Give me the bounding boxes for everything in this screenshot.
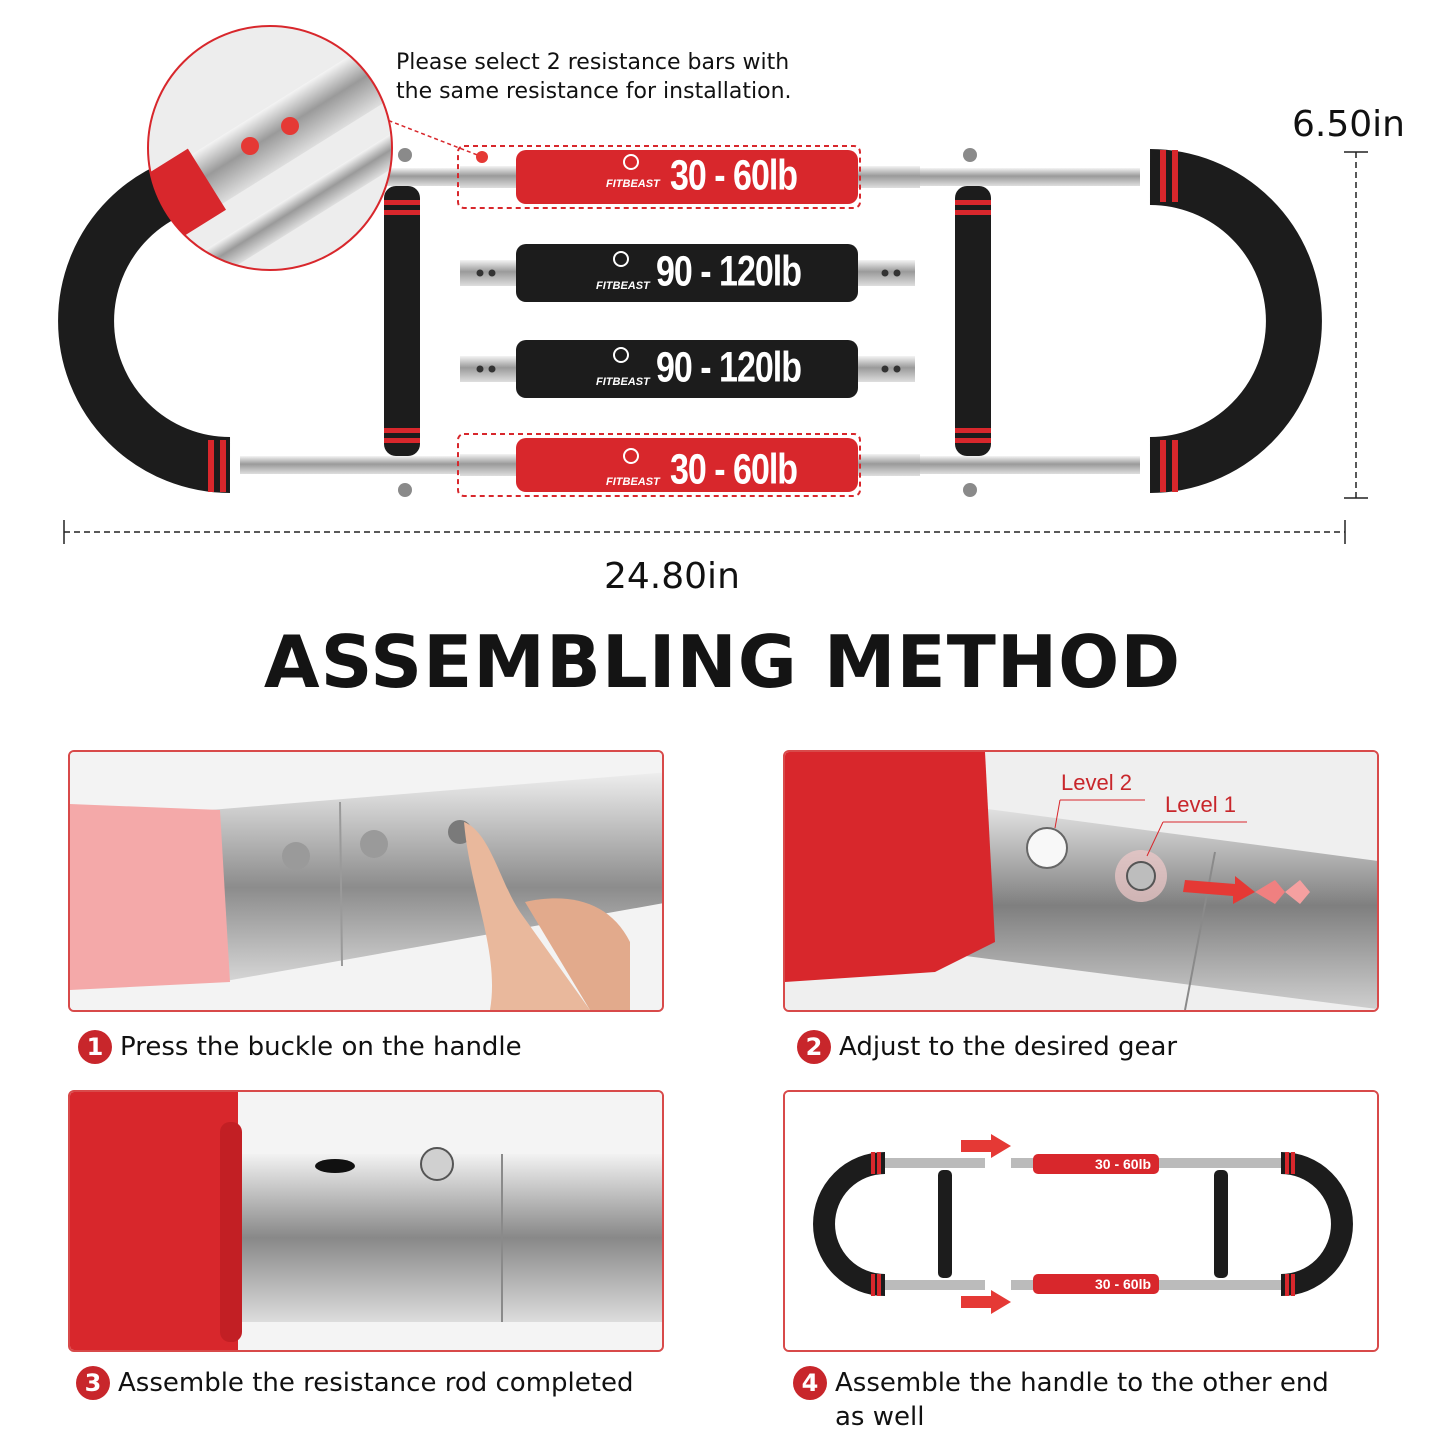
- step-2-illustration: [785, 752, 1377, 1010]
- width-dimension: 24.80in: [604, 556, 740, 597]
- step-4-text: Assemble the handle to the other end as …: [835, 1368, 1329, 1432]
- mini-bar-bottom-label: 30 - 60lb: [1095, 1276, 1152, 1292]
- step-2-image: Level 2 Level 1: [783, 750, 1379, 1012]
- resistance-bar-1: [457, 145, 920, 209]
- left-vertical-grip: [384, 186, 420, 456]
- step-4-illustration: [785, 1092, 1377, 1350]
- bar-3-label: 90 - 120lb: [656, 344, 802, 392]
- bar-2-label: 90 - 120lb: [656, 248, 802, 296]
- bar-4-brand: FITBEAST: [606, 476, 660, 488]
- bar-1-label: 30 - 60lb: [670, 152, 798, 200]
- callout-leader: [381, 117, 481, 157]
- level-2-label: Level 2: [1061, 770, 1132, 795]
- step-2-caption: 2 Adjust to the desired gear: [797, 1030, 1377, 1064]
- step-3-caption: 3 Assemble the resistance rod completed: [76, 1366, 716, 1400]
- installation-note: Please select 2 resistance bars with the…: [396, 48, 866, 106]
- bar-1-brand: FITBEAST: [606, 178, 660, 190]
- handle-rings: [208, 150, 1178, 492]
- bar-2-brand: FITBEAST: [596, 280, 650, 292]
- bolts: [398, 148, 977, 497]
- step-4-caption: 4 Assemble the handle to the other end a…: [793, 1366, 1333, 1434]
- step-1-text: Press the buckle on the handle: [120, 1032, 522, 1062]
- step-3-image: [68, 1090, 664, 1352]
- mini-bar-top-label: 30 - 60lb: [1095, 1156, 1152, 1172]
- height-dimension: 6.50in: [1292, 104, 1405, 145]
- right-u-handle: [1149, 149, 1322, 493]
- product-diagram: [58, 25, 1368, 544]
- step-2-text: Adjust to the desired gear: [839, 1032, 1178, 1062]
- right-vertical-grip: [955, 186, 991, 456]
- note-line-2: the same resistance for installation.: [396, 79, 792, 104]
- logo-icons: [613, 154, 639, 464]
- resistance-bar-4: [457, 433, 920, 497]
- step-1-caption: 1 Press the buckle on the handle: [78, 1030, 658, 1064]
- width-dimension-line: [63, 520, 1346, 544]
- step-1-number: 1: [78, 1030, 112, 1064]
- step-3-number: 3: [76, 1366, 110, 1400]
- step-4-image: 30 - 60lb 30 - 60lb: [783, 1090, 1379, 1352]
- zoom-callout: [147, 25, 393, 271]
- step-1-illustration: [70, 752, 662, 1010]
- callout-target-dot: [476, 151, 488, 163]
- step-1-image: [68, 750, 664, 1012]
- step-4-number: 4: [793, 1366, 827, 1400]
- resistance-bar-2: [460, 244, 915, 302]
- step-3-text: Assemble the resistance rod completed: [118, 1368, 634, 1398]
- note-line-1: Please select 2 resistance bars with: [396, 50, 790, 75]
- section-heading: ASSEMBLING METHOD: [263, 620, 1182, 704]
- step-3-illustration: [70, 1092, 662, 1350]
- level-1-label: Level 1: [1165, 792, 1236, 817]
- height-dimension-line: [1344, 151, 1368, 499]
- resistance-bar-3: [460, 340, 915, 398]
- bar-3-brand: FITBEAST: [596, 376, 650, 388]
- step-2-number: 2: [797, 1030, 831, 1064]
- bar-4-label: 30 - 60lb: [670, 446, 798, 494]
